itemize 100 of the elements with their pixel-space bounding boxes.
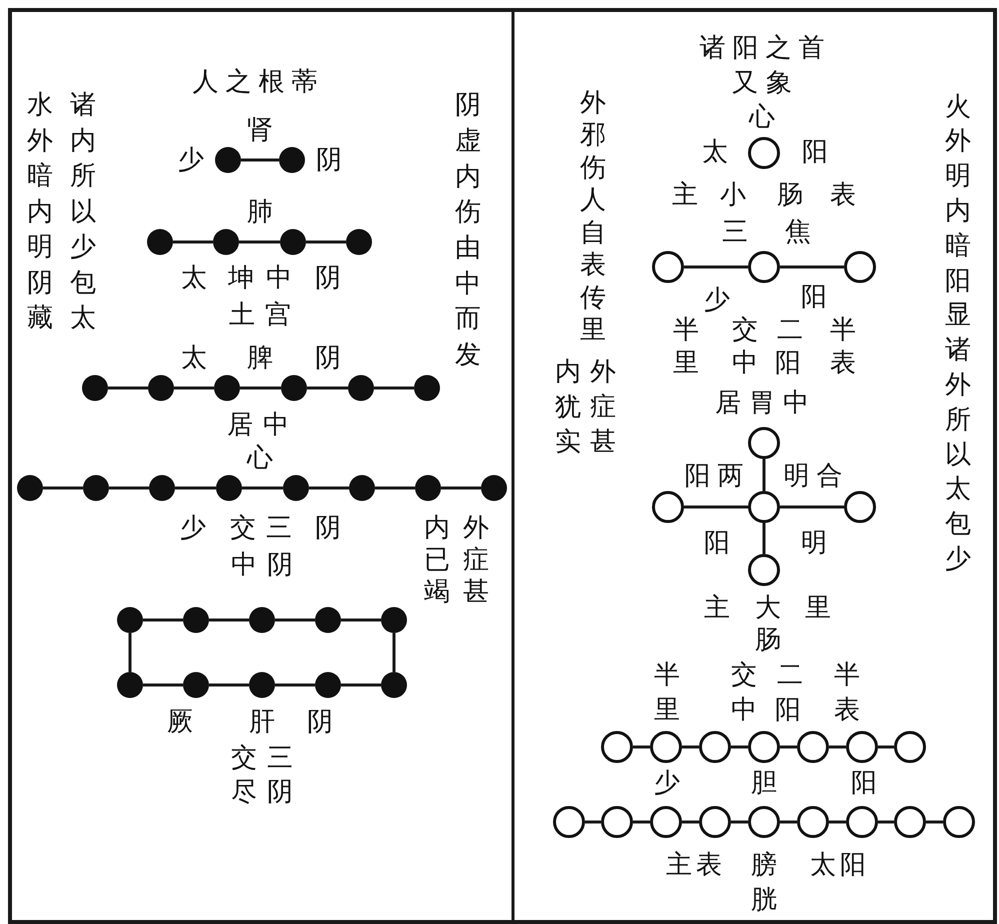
connector-line — [878, 820, 894, 824]
open-circle — [797, 731, 829, 763]
label-text: 阳 — [802, 139, 828, 165]
connector-line — [829, 746, 846, 748]
open-circle — [553, 806, 585, 838]
label-text: 表 — [830, 182, 856, 208]
open-circle — [650, 731, 682, 763]
label-text: 交 — [732, 317, 758, 343]
label-text: 里 — [805, 595, 831, 621]
open-circle — [699, 806, 731, 838]
connector-line — [240, 386, 281, 390]
filled-dot — [83, 475, 109, 501]
label-text: 居中 — [226, 412, 299, 438]
connector-line — [878, 746, 894, 748]
connector-line — [780, 266, 844, 268]
connector-line — [633, 746, 650, 748]
connector-line — [128, 633, 132, 672]
label-text: 阳 — [775, 350, 801, 376]
filled-dot — [117, 607, 143, 633]
label-text: 太 — [181, 265, 207, 291]
label-text: 少 — [654, 770, 680, 796]
open-circle — [748, 554, 780, 586]
vertical-text: 诸内所以少包太 — [70, 89, 96, 334]
connector-line — [175, 486, 216, 490]
open-circle — [894, 731, 926, 763]
connector-line — [926, 820, 943, 824]
connector-line — [585, 820, 601, 824]
label-text: 阴 — [307, 709, 333, 735]
vertical-text: 水外暗内明阴藏 — [27, 89, 53, 334]
vertical-text: 外邪伤人自表传里 — [580, 86, 606, 346]
vertical-text: 阴虚内伤由中而发 — [455, 89, 481, 372]
label-text: 土宫 — [228, 302, 301, 328]
connector-line — [684, 506, 748, 508]
connector-line — [43, 486, 83, 490]
label-text: 大 — [755, 595, 781, 621]
filled-dot — [346, 229, 372, 255]
label-text: 太 — [702, 139, 728, 165]
open-circle — [748, 491, 780, 523]
filled-dot — [315, 672, 341, 698]
label-text: 阳 — [704, 530, 730, 556]
label-text: 坤 — [228, 265, 254, 291]
filled-dot — [249, 607, 275, 633]
vertical-text: 内犹实 — [555, 356, 581, 458]
label-text: 少 — [178, 147, 204, 173]
filled-dot — [215, 147, 241, 173]
label-text: 胱 — [751, 887, 777, 913]
filled-dot — [381, 607, 407, 633]
connector-line — [109, 486, 149, 490]
open-circle — [748, 731, 780, 763]
label-text: 阳两 — [684, 463, 750, 489]
filled-dot — [315, 607, 341, 633]
label-text: 太 — [181, 345, 207, 371]
connector-line — [209, 618, 249, 622]
filled-dot — [213, 229, 239, 255]
filled-dot — [82, 375, 108, 401]
open-circle — [652, 251, 684, 283]
connector-line — [731, 820, 748, 824]
label-text: 半 — [654, 662, 680, 688]
label-text: 阴 — [315, 345, 341, 371]
label-text: 心 — [749, 104, 775, 130]
vertical-text: 内已竭 — [424, 512, 450, 608]
filled-dot — [183, 672, 209, 698]
label-text: 交三 — [230, 745, 303, 771]
label-text: 肾 — [247, 117, 273, 143]
connector-line — [209, 684, 249, 686]
connector-line — [731, 746, 748, 748]
label-text: 太阳 — [809, 852, 870, 878]
connector-line — [392, 633, 396, 672]
filled-dot — [214, 375, 240, 401]
connector-line — [682, 746, 699, 748]
connector-line — [441, 486, 481, 490]
open-circle — [699, 731, 731, 763]
connector-line — [341, 618, 381, 622]
label-text: 交 — [731, 662, 757, 688]
label-text: 明 — [801, 530, 827, 556]
filled-dot — [481, 475, 507, 501]
label-text: 居胃中 — [714, 390, 817, 416]
label-text: 少 — [180, 515, 206, 541]
connector-line — [143, 618, 183, 622]
connector-line — [375, 486, 415, 490]
label-text: 阴 — [315, 515, 341, 541]
label-text: 人之根蒂 — [192, 69, 324, 95]
label-text: 胆 — [751, 770, 777, 796]
label-text: 三 — [722, 219, 748, 245]
label-text: 半 — [830, 317, 856, 343]
label-text: 中 — [266, 265, 292, 291]
label-text: 里 — [673, 350, 699, 376]
connector-line — [173, 240, 213, 244]
connector-line — [241, 158, 279, 162]
filled-dot — [281, 375, 307, 401]
connector-line — [239, 240, 280, 244]
connector-line — [762, 523, 766, 554]
connector-line — [633, 820, 650, 824]
open-circle — [943, 806, 975, 838]
open-circle — [601, 806, 633, 838]
filled-dot — [147, 229, 173, 255]
label-text: 尽阴 — [230, 779, 303, 805]
open-circle — [652, 491, 684, 523]
label-text: 二 — [777, 662, 803, 688]
label-text: 阳 — [775, 697, 801, 723]
